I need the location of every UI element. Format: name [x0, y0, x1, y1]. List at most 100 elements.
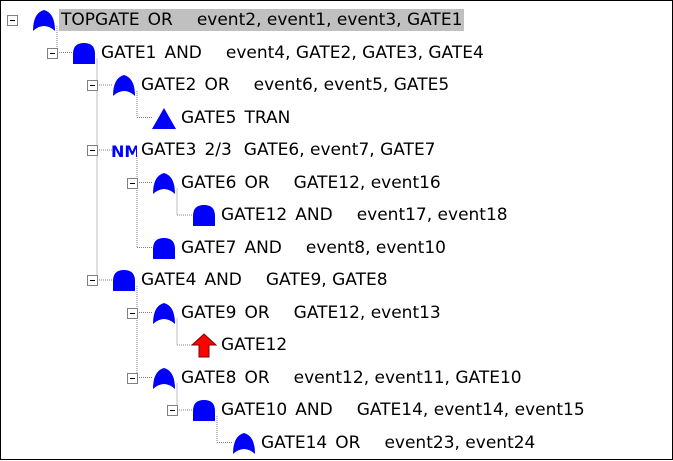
gate-inputs: event2, event1, event3, GATE1 [196, 10, 463, 30]
tree-node[interactable]: GATE12 [1, 331, 671, 359]
gate-name: GATE3 [141, 140, 197, 160]
and-gate-icon [191, 202, 217, 228]
gate-type: TRAN [244, 107, 291, 128]
tree-node[interactable]: GATE8 OR event12, event11, GATE10 [1, 364, 671, 392]
tree-node[interactable]: TOPGATE OR event2, event1, event3, GATE1 [1, 6, 671, 34]
gate-name: GATE1 [101, 42, 157, 63]
collapse-toggle[interactable] [47, 47, 58, 59]
tree-node[interactable]: GATE14 OR event23, event24 [1, 429, 671, 457]
node-label[interactable]: GATE12 [219, 334, 297, 356]
node-label[interactable]: GATE8 OR event12, event11, GATE10 [179, 367, 524, 389]
node-label[interactable]: GATE10 AND GATE14, event14, event15 [219, 399, 587, 421]
or-gate-icon [151, 300, 177, 326]
gate-inputs: GATE9, GATE8 [265, 270, 388, 290]
gate-name: GATE5 [181, 107, 237, 128]
voting-gate-icon-text: NM [111, 142, 137, 161]
collapse-toggle[interactable] [127, 372, 138, 384]
or-gate-icon [31, 7, 57, 33]
collapse-toggle[interactable] [87, 80, 98, 91]
transfer-up-arrow-icon [190, 332, 218, 358]
minus-icon [90, 280, 95, 281]
or-gate-icon [151, 365, 177, 391]
gate-name: GATE12 [221, 205, 288, 225]
node-label[interactable]: GATE6 OR GATE12, event16 [179, 172, 443, 194]
node-label[interactable]: GATE1 AND event4, GATE2, GATE3, GATE4 [99, 42, 486, 64]
gate-type: OR [204, 75, 230, 95]
tree-node[interactable]: GATE6 OR GATE12, event16 [1, 169, 671, 197]
gate-inputs: GATE6, event7, GATE7 [243, 140, 436, 160]
node-label[interactable]: TOPGATE OR event2, event1, event3, GATE1 [59, 9, 465, 31]
tree-node[interactable]: GATE2 OR event6, event5, GATE5 [1, 71, 671, 99]
minus-icon [90, 150, 95, 151]
minus-icon [130, 377, 135, 379]
tree-node[interactable]: GATE9 OR GATE12, event13 [1, 299, 671, 327]
gate-type: AND [295, 205, 333, 225]
gate-type: AND [204, 270, 242, 290]
tree-node[interactable]: GATE4 AND GATE9, GATE8 [1, 266, 671, 294]
gate-name: GATE6 [181, 172, 237, 193]
node-label[interactable]: GATE2 OR event6, event5, GATE5 [139, 74, 451, 96]
gate-type: AND [244, 237, 282, 258]
gate-name: GATE2 [141, 75, 197, 95]
gate-type: AND [295, 400, 333, 420]
gate-name: GATE10 [221, 400, 288, 420]
gate-name: TOPGATE [61, 10, 140, 30]
collapse-toggle[interactable] [127, 307, 138, 319]
gate-name: GATE8 [181, 367, 237, 388]
gate-inputs: event4, GATE2, GATE3, GATE4 [225, 42, 484, 63]
collapse-toggle[interactable] [127, 177, 138, 189]
gate-type: OR [244, 367, 270, 388]
and-gate-icon [151, 235, 177, 261]
gate-type: OR [335, 432, 361, 453]
gate-type: OR [244, 172, 270, 193]
gate-inputs: event17, event18 [356, 205, 508, 225]
tree-node[interactable]: GATE12 AND event17, event18 [1, 201, 671, 229]
gate-inputs: GATE14, event14, event15 [356, 400, 585, 420]
voting-gate-icon: NM [111, 137, 140, 163]
or-gate-icon [151, 170, 177, 196]
minus-icon [130, 182, 135, 184]
minus-icon [130, 312, 135, 314]
gate-type: OR [147, 10, 173, 30]
or-gate-icon [111, 72, 137, 98]
gate-type: 2/3 [204, 140, 232, 160]
minus-icon [50, 52, 55, 54]
gate-type: AND [164, 42, 202, 63]
minus-icon [10, 20, 15, 21]
gate-name: GATE14 [261, 432, 328, 453]
gate-name: GATE4 [141, 270, 197, 290]
tree-node[interactable]: GATE5 TRAN [1, 104, 671, 132]
minus-icon [90, 85, 95, 86]
node-label[interactable]: GATE5 TRAN [179, 107, 316, 129]
node-label[interactable]: GATE14 OR event23, event24 [259, 432, 537, 454]
gate-type: OR [244, 302, 270, 323]
gate-inputs: event23, event24 [384, 432, 536, 453]
node-label[interactable]: GATE9 OR GATE12, event13 [179, 302, 443, 324]
node-label[interactable]: GATE3 2/3 GATE6, event7, GATE7 [139, 139, 438, 161]
and-gate-icon [71, 40, 97, 66]
collapse-toggle[interactable] [7, 15, 18, 26]
tree-node[interactable]: GATE10 AND GATE14, event14, event15 [1, 396, 671, 424]
and-gate-icon [111, 267, 137, 293]
tree-node[interactable]: GATE1 AND event4, GATE2, GATE3, GATE4 [1, 39, 671, 67]
transfer-gate-icon [151, 105, 177, 131]
collapse-toggle[interactable] [87, 145, 98, 156]
gate-inputs: event12, event11, GATE10 [293, 367, 522, 388]
collapse-toggle[interactable] [167, 405, 178, 416]
gate-inputs: event6, event5, GATE5 [253, 75, 450, 95]
gate-inputs: GATE12, event16 [293, 172, 441, 193]
gate-name: GATE7 [181, 237, 237, 258]
collapse-toggle[interactable] [87, 275, 98, 286]
gate-inputs: GATE12, event13 [293, 302, 441, 323]
minus-icon [170, 410, 175, 411]
and-gate-icon [191, 397, 217, 423]
gate-name: GATE9 [181, 302, 237, 323]
node-label[interactable]: GATE12 AND event17, event18 [219, 204, 510, 226]
node-label[interactable]: GATE4 AND GATE9, GATE8 [139, 269, 390, 291]
